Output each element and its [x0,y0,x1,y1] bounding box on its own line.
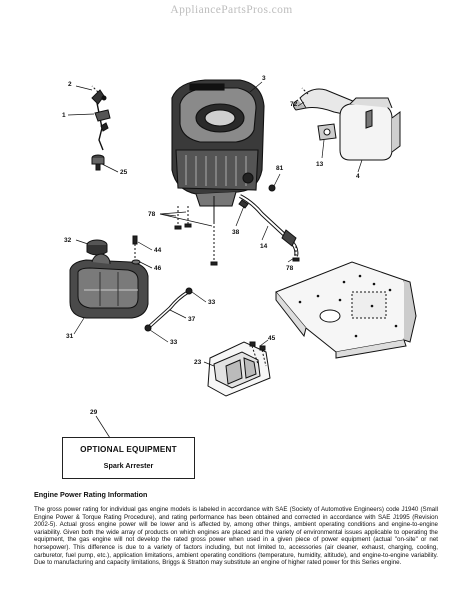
heat-shield-screws-part[interactable] [249,341,267,367]
callout-37: 37 [188,316,196,323]
callout-72: 72 [290,101,298,108]
power-rating-heading: Engine Power Rating Information [34,490,148,499]
engine-bolts-part[interactable] [174,196,300,266]
callout-29: 29 [90,409,98,416]
site-watermark: AppliancePartsPros.com [170,4,293,16]
callout-1: 1 [62,112,66,119]
fuel-hose-part[interactable] [144,287,193,332]
callout-32: 32 [64,237,72,244]
callout-33-upper: 33 [208,299,216,306]
callout-labels: 2 1 25 3 72 13 4 81 78 38 14 78 32 44 46… [62,75,360,416]
callout-23: 23 [194,359,202,366]
leader-lines [67,81,363,439]
engine-assembly-part[interactable] [171,79,265,207]
callout-33-lower: 33 [170,339,178,346]
callout-44: 44 [154,247,162,254]
heat-shield-part[interactable] [207,341,271,397]
callout-3: 3 [262,75,266,82]
callout-13: 13 [316,161,324,168]
callout-38: 38 [232,229,240,236]
callout-78-upper: 78 [148,211,156,218]
optional-equipment-title: OPTIONAL EQUIPMENT [80,445,177,454]
callout-46: 46 [154,265,162,272]
callout-4: 4 [356,173,360,180]
power-rating-paragraph: The gross power rating for individual ga… [34,506,438,567]
fuel-line-part[interactable] [238,184,299,257]
throttle-control-part[interactable] [91,85,111,151]
callout-81: 81 [276,165,284,172]
fuel-tank-part[interactable] [69,239,149,319]
callout-31: 31 [66,333,74,340]
tank-fasteners-part[interactable] [131,235,141,265]
spark-arrester-label: Spark Arrester [103,461,154,470]
callout-25: 25 [120,169,128,176]
muffler-assembly-part[interactable] [292,87,401,161]
callout-78-lower: 78 [286,265,294,272]
callout-14: 14 [260,243,268,250]
engine-mounting-plate-part[interactable] [275,261,417,359]
callout-2: 2 [68,81,72,88]
oil-fill-cap-part[interactable] [91,154,105,171]
optional-equipment-box: OPTIONAL EQUIPMENT Spark Arrester [62,437,195,479]
callout-45: 45 [268,335,276,342]
